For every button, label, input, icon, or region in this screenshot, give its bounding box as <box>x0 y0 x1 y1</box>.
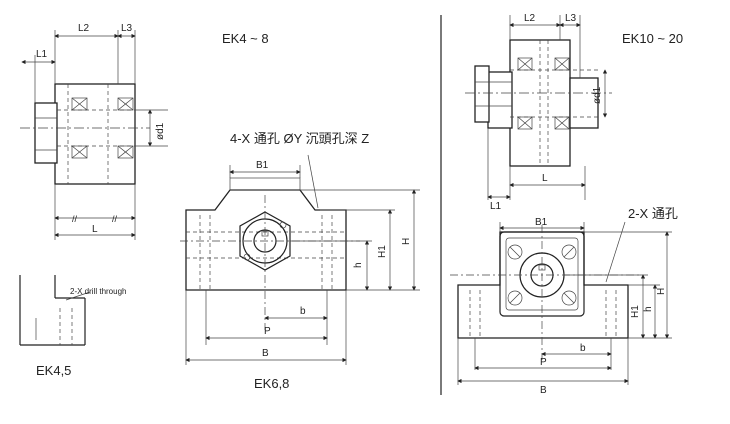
note-through-hole: 2-X 通孔 <box>628 206 678 221</box>
note-drill-through: 2-X drill through <box>70 287 126 296</box>
dim-d1-ek10: ød1 <box>592 86 603 104</box>
ek6-8-front-view <box>180 154 420 365</box>
title-ek6-8: EK6,8 <box>254 376 289 391</box>
dim-l3-ek10: L3 <box>565 13 577 24</box>
dim-b1-ek10: B1 <box>535 217 548 228</box>
title-ek10-20: EK10 ~ 20 <box>622 31 683 46</box>
dim-l: L <box>92 224 98 235</box>
dim-h1-ek10: H1 <box>630 305 641 318</box>
dim-b-ek6-small: b <box>300 306 306 317</box>
title-ek4-8: EK4 ~ 8 <box>222 31 269 46</box>
dim-b-ek6: B <box>262 348 269 359</box>
note-counterbore: 4-X 通孔 ØY 沉頭孔深 Z <box>230 131 369 146</box>
dim-bigh-ek6: H <box>401 238 412 245</box>
dim-p-ek6: P <box>264 326 271 337</box>
dim-bigh-ek10: H <box>656 288 667 295</box>
dim-b1-ek6: B1 <box>256 160 269 171</box>
ek4-8-side-view: // // <box>20 30 168 240</box>
ek10-20-front-view <box>450 221 672 385</box>
dim-h-ek10: h <box>643 306 654 312</box>
dim-d1: ød1 <box>155 122 166 140</box>
dim-l-ek10: L <box>542 173 548 184</box>
dim-l2-ek10: L2 <box>524 13 536 24</box>
dim-p-ek10: P <box>540 357 547 368</box>
title-ek4-5: EK4,5 <box>36 363 71 378</box>
dim-b-ek10-small: b <box>580 343 586 354</box>
dim-l2: L2 <box>78 23 90 34</box>
dim-b-ek10: B <box>540 385 547 396</box>
dim-h1-ek6: H1 <box>377 245 388 258</box>
ek4-5-detail <box>19 275 91 346</box>
ek10-20-side-view <box>465 15 612 200</box>
dim-l1-ek10: L1 <box>490 201 502 212</box>
svg-text://: // <box>112 214 118 224</box>
dim-l3: L3 <box>121 23 133 34</box>
dim-h-ek6: h <box>353 262 364 268</box>
dim-l1: L1 <box>36 49 48 60</box>
svg-text://: // <box>72 214 78 224</box>
